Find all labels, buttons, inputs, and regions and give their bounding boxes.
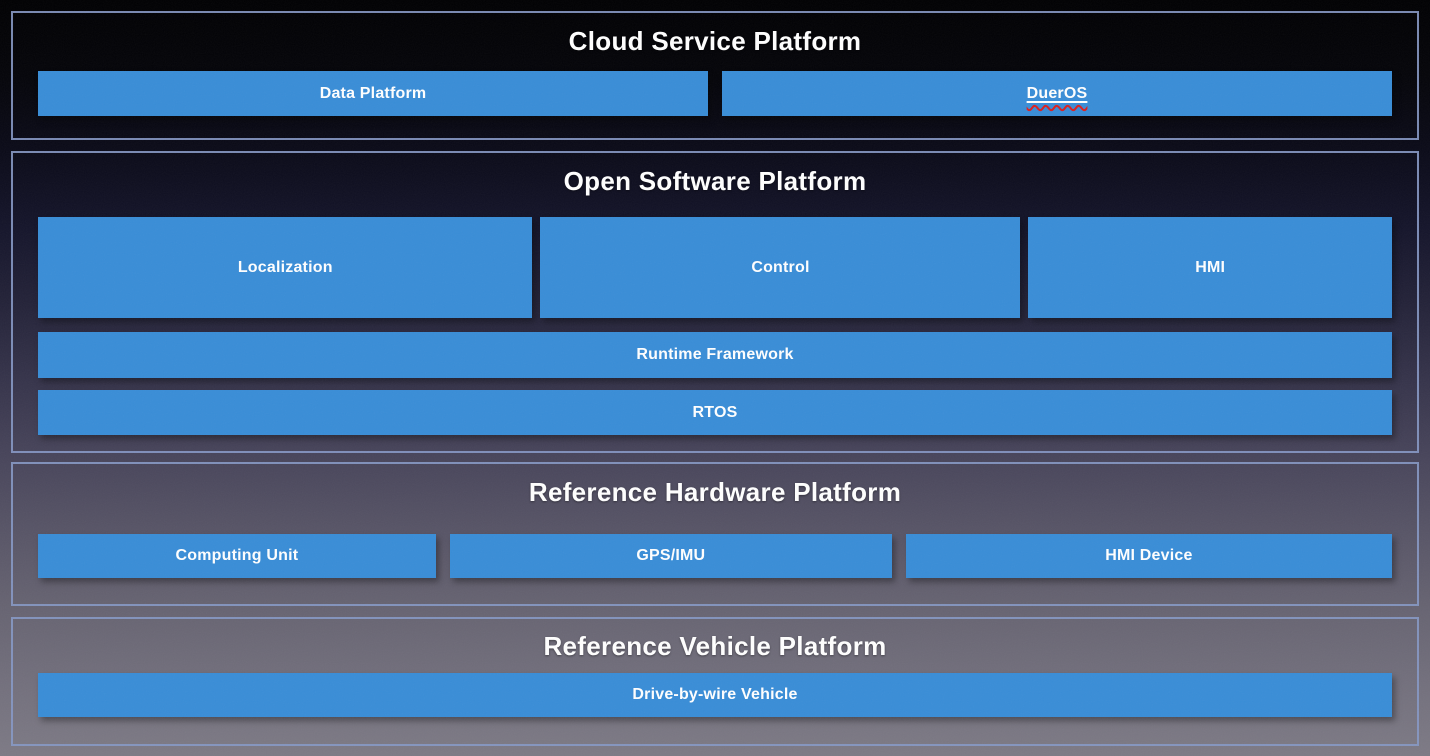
box-dueros: DuerOS [722,71,1392,116]
box-gps-imu-label: GPS/IMU [636,547,706,564]
box-hmi: HMI [1028,217,1393,318]
cloud-boxes-row: Data Platform DuerOS [38,71,1392,116]
section-open-software-platform: Open Software Platform Localization Cont… [11,151,1419,453]
vehicle-boxes-row: Drive-by-wire Vehicle [38,673,1392,717]
software-modules-row: Localization Control HMI [38,217,1393,318]
section-title-reference-hardware-platform: Reference Hardware Platform [528,477,902,507]
box-runtime-framework-label: Runtime Framework [636,346,794,363]
section-title-cloud-service-platform: Cloud Service Platform [568,26,862,56]
box-localization: Localization [38,217,533,318]
dueros-spellcheck-squiggle: DuerOS [1027,85,1088,103]
box-control: Control [540,217,1021,318]
box-data-platform-label: Data Platform [319,84,427,102]
box-gps-imu: GPS/IMU [449,534,892,578]
section-title-open-software-platform: Open Software Platform [563,166,867,196]
box-rtos: RTOS [38,390,1392,435]
box-hmi-device: HMI Device [905,534,1392,578]
section-reference-vehicle-platform: Reference Vehicle Platform Drive-by-wire… [11,617,1419,746]
box-rtos-label: RTOS [692,403,738,421]
box-localization-label: Localization [237,258,333,276]
rtos-row: RTOS [38,390,1392,435]
box-data-platform: Data Platform [38,71,708,116]
box-control-label: Control [751,258,810,276]
box-dueros-label: DuerOS [1026,84,1088,102]
runtime-framework-row: Runtime Framework [38,332,1392,378]
box-hmi-label: HMI [1195,258,1226,276]
box-runtime-framework: Runtime Framework [38,332,1392,378]
section-reference-hardware-platform: Reference Hardware Platform Computing Un… [11,462,1419,606]
section-title-reference-vehicle-platform: Reference Vehicle Platform [543,631,887,661]
hardware-boxes-row: Computing Unit GPS/IMU HMI Device [38,534,1392,578]
box-computing-unit: Computing Unit [38,534,436,578]
box-hmi-device-label: HMI Device [1105,547,1193,564]
box-computing-unit-label: Computing Unit [175,547,299,564]
box-drive-by-wire-vehicle: Drive-by-wire Vehicle [38,673,1392,717]
section-cloud-service-platform: Cloud Service Platform Data Platform Due… [11,11,1419,140]
box-drive-by-wire-vehicle-label: Drive-by-wire Vehicle [632,686,798,703]
